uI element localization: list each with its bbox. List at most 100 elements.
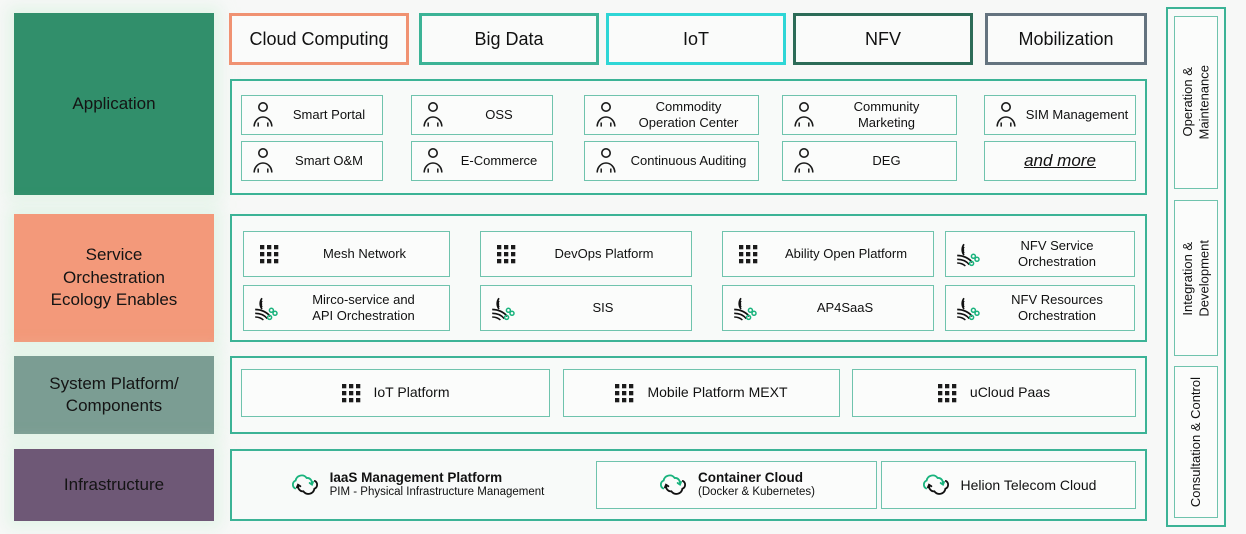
- tile-label: Smart O&M: [295, 152, 363, 168]
- orchestration-icon: [733, 297, 757, 321]
- tile-label: Smart Portal: [292, 106, 366, 122]
- orchestration-icon: [489, 295, 515, 321]
- tile-helion-telecom-cloud[interactable]: Helion Telecom Cloud: [881, 461, 1136, 509]
- person-icon: [794, 148, 814, 173]
- tile-smart-o-m[interactable]: Smart O&M: [241, 141, 383, 181]
- layer-label-infrastructure: Infrastructure: [14, 449, 214, 521]
- tile-ap4saas[interactable]: AP4SaaS: [722, 285, 934, 331]
- tile-label: DEG: [872, 152, 901, 168]
- tile-label: and more: [1024, 151, 1096, 170]
- tile-label: AP4SaaS: [816, 299, 874, 315]
- tile-sim-management[interactable]: SIM Management: [984, 95, 1136, 135]
- tile-mesh-network[interactable]: Mesh Network: [243, 231, 450, 277]
- tile-smart-portal[interactable]: Smart Portal: [241, 95, 383, 135]
- person-icon: [423, 148, 443, 173]
- orchestration-icon: [491, 297, 515, 321]
- category-chip-cloud-computing[interactable]: Cloud Computing: [229, 13, 409, 65]
- person-icon: [794, 102, 814, 127]
- person-icon: [993, 100, 1019, 130]
- tile-label: Mesh Network: [322, 245, 407, 261]
- person-icon: [420, 146, 446, 176]
- grid-icon: [739, 245, 758, 264]
- tile-label: SIS: [592, 299, 614, 315]
- category-chip-label: Cloud Computing: [249, 28, 389, 49]
- sidebar-item-label: Integration & Development: [1179, 239, 1211, 317]
- tile-container-cloud[interactable]: Container Cloud(Docker & Kubernetes): [596, 461, 877, 509]
- cloud-icon: [660, 474, 687, 495]
- tile-title: Helion Telecom Cloud: [960, 476, 1097, 493]
- grid-icon: [495, 243, 517, 265]
- tile-subtitle: (Docker & Kubernetes): [698, 486, 815, 499]
- tile-ucloud-paas[interactable]: uCloud Paas: [852, 369, 1136, 417]
- grid-icon: [340, 382, 362, 404]
- person-icon: [253, 102, 273, 127]
- person-icon: [593, 146, 619, 176]
- cloud-icon: [658, 473, 688, 497]
- person-icon: [596, 102, 616, 127]
- category-chip-iot[interactable]: IoT: [606, 13, 786, 65]
- person-icon: [253, 148, 273, 173]
- tile-continuous-auditing[interactable]: Continuous Auditing: [584, 141, 759, 181]
- grid-icon: [737, 243, 759, 265]
- tile-deg[interactable]: DEG: [782, 141, 957, 181]
- tile-label: DevOps Platform: [554, 245, 654, 261]
- person-icon: [791, 100, 817, 130]
- category-chip-label: Big Data: [474, 28, 544, 49]
- person-icon: [596, 148, 616, 173]
- grid-icon: [937, 384, 957, 403]
- person-icon: [250, 100, 276, 130]
- category-chip-mobilization[interactable]: Mobilization: [985, 13, 1147, 65]
- grid-icon: [260, 245, 279, 264]
- person-icon: [423, 102, 443, 127]
- tile-ability-open-platform[interactable]: Ability Open Platform: [722, 231, 934, 277]
- sidebar-item-operation-maintenance[interactable]: Operation & Maintenance: [1174, 16, 1218, 189]
- tile-sis[interactable]: SIS: [480, 285, 692, 331]
- sidebar-item-consultation-control[interactable]: Consultation & Control: [1174, 366, 1218, 518]
- person-icon: [791, 146, 817, 176]
- layer-label-application: Application: [14, 13, 214, 195]
- tile-devops-platform[interactable]: DevOps Platform: [480, 231, 692, 277]
- grid-icon: [258, 243, 280, 265]
- layer-label-text: System Platform/Components: [49, 373, 179, 415]
- tile-iot-platform[interactable]: IoT Platform: [241, 369, 550, 417]
- sidebar-item-label: Consultation & Control: [1187, 376, 1203, 508]
- sidebar-item-label: Operation & Maintenance: [1179, 65, 1211, 140]
- person-icon: [593, 100, 619, 130]
- layer-label-system-platform: System Platform/Components: [14, 356, 214, 434]
- orchestration-icon: [954, 241, 980, 267]
- person-icon: [250, 146, 276, 176]
- person-icon: [996, 102, 1016, 127]
- tile-label: Continuous Auditing: [630, 152, 747, 168]
- grid-icon: [615, 384, 634, 403]
- tile-e-commerce[interactable]: E-Commerce: [411, 141, 553, 181]
- layer-label-text: Application: [72, 93, 156, 113]
- sidebar-item-integration-development[interactable]: Integration & Development: [1174, 200, 1218, 356]
- orchestration-icon: [252, 295, 278, 321]
- orchestration-icon: [731, 295, 757, 321]
- category-chip-label: Mobilization: [1018, 28, 1114, 49]
- layer-label-text: Infrastructure: [63, 474, 165, 494]
- tile-and-more[interactable]: and more: [984, 141, 1136, 181]
- grid-icon: [341, 384, 360, 403]
- cloud-icon: [922, 474, 949, 495]
- tile-title: IaaS Management Platform: [329, 470, 503, 485]
- tile-subtitle: PIM - Physical Infrastructure Management: [329, 486, 545, 499]
- category-chip-big-data[interactable]: Big Data: [419, 13, 599, 65]
- category-chip-nfv[interactable]: NFV: [793, 13, 973, 65]
- tile-oss[interactable]: OSS: [411, 95, 553, 135]
- tile-mobile-platform-mext[interactable]: Mobile Platform MEXT: [563, 369, 840, 417]
- grid-icon: [613, 382, 635, 404]
